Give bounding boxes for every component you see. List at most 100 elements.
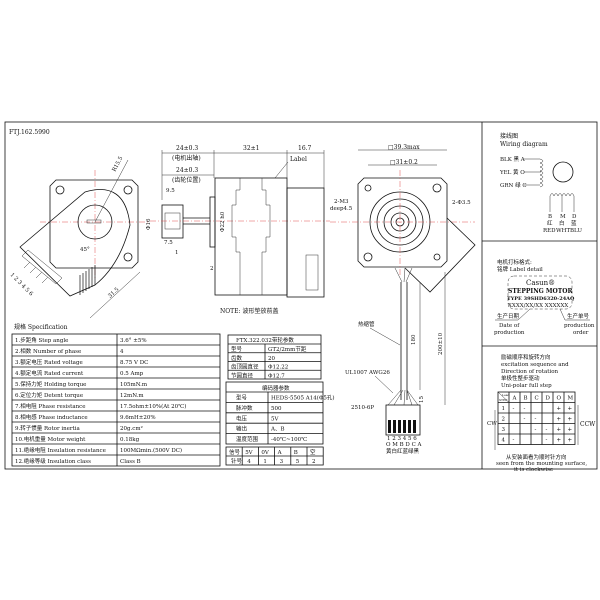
dim-shaft-note: (电机出轴) [172, 154, 201, 162]
signal-pin: 1 [263, 459, 267, 465]
encoder-value: 5V [271, 416, 279, 422]
signal-header: 0V [261, 450, 269, 456]
cw-label: CW [487, 421, 497, 427]
dim-200: 200±10 [438, 332, 444, 355]
wire-d-en: BLU [570, 228, 582, 234]
exc-title1: 励磁顺序和旋转方向 [501, 353, 551, 361]
spec-value: 100MΩmin.(500V DC) [120, 447, 182, 454]
signal-pin: 3 [280, 459, 284, 465]
wire-label: UL1007 AWG26 [345, 370, 390, 376]
signal-header: B [294, 450, 298, 456]
exc-cell: - [535, 417, 537, 423]
spec-label: 8.相电感 Phase inductance [15, 413, 88, 421]
dim-1: 1 [175, 250, 179, 256]
spec-value: 3.6° ±5% [120, 338, 147, 344]
spec-value: 4 [120, 349, 124, 355]
spec-value: 20g.cm² [120, 425, 143, 432]
exc-title4: 单极性整步驱动 [501, 374, 540, 382]
date-en1: Date of [499, 323, 520, 329]
label-callout: Label [290, 156, 307, 163]
exc-cell: - [546, 427, 548, 433]
spec-label: 6.定位力矩 Detent torque [15, 391, 83, 399]
order-en2: order [573, 330, 589, 336]
spec-label: 10.电机重量 Motor weight [15, 435, 86, 443]
spec-label: 7.相电阻 Phase resistance [15, 402, 86, 410]
signal-pin: 针号 [231, 457, 243, 465]
exc-cell: + [557, 427, 562, 433]
exc-step: 1 [502, 406, 506, 412]
brand-logo: Casun® [526, 279, 555, 287]
ccw-label: CCW [580, 421, 596, 428]
exc-cell: + [568, 427, 573, 433]
label-line3: XXXX/XX/XX XXXXXX [508, 303, 568, 309]
exc-foot3: it is clockwise [514, 467, 553, 473]
dim-body: 32±1 [243, 145, 259, 152]
wire-a: BLK 黑 A [500, 156, 526, 163]
label-detail: 电机打标格式: 铭牌 Label detail Casun® STEPPING … [494, 258, 595, 336]
wire-b: B [548, 214, 552, 220]
gear-key: 型号 [231, 345, 243, 353]
wire-m: M [560, 214, 566, 220]
wiring-title-cn: 接线图 [500, 132, 518, 140]
spec-value: 0.18kg [120, 437, 140, 443]
gear-key: 齿顶圆直径 [231, 363, 259, 371]
date-cn: 生产日期 [497, 312, 520, 320]
spec-value: 8.75 V DC [120, 360, 148, 366]
excitation-section: 励磁顺序和旋转方向 excitation sequence and Direct… [487, 353, 596, 473]
exc-col-header: M [568, 396, 574, 402]
exc-step: 3 [502, 427, 506, 433]
wire-o: YEL 黄 O [499, 168, 525, 176]
signal-pin: 5 [296, 459, 300, 465]
exc-cell: - [513, 406, 515, 412]
exc-col-header: D [546, 396, 551, 402]
encoder-value: -40℃~100℃ [271, 436, 307, 443]
encoder-key: 输出 [236, 425, 247, 433]
angle-dim: 45° [80, 247, 90, 253]
gear-key: 齿数 [231, 354, 243, 362]
pin-numbers: 1 2 3 4 5 6 [387, 436, 417, 442]
encoder-table-title: 编码器参数 [262, 384, 290, 392]
encoder-key: 温度范围 [236, 435, 259, 443]
wiring-title-en: Wiring diagram [500, 141, 548, 148]
signal-header: 信号 [229, 448, 241, 456]
encoder-key: 电压 [236, 414, 248, 422]
corner-diagonal [497, 391, 510, 403]
wire-d: D [572, 214, 577, 220]
exc-col-header: C [535, 396, 539, 402]
exc-col-header: B [524, 396, 528, 402]
spec-value: 9.6mH±20% [120, 415, 156, 421]
spec-label: 5.保持力矩 Holding torque [15, 380, 86, 388]
dim-inner: □31±0.2 [390, 159, 418, 166]
dim-9-5: 9.5 [166, 188, 175, 194]
exc-col-header: O [557, 396, 562, 402]
spec-label: 4.额定电流 Rated current [15, 369, 84, 377]
dim-d16: Φ16 [146, 218, 152, 230]
exc-cell: - [546, 438, 548, 444]
spec-value: 0.5 Amp [120, 371, 144, 377]
exc-col-header: A [512, 396, 518, 402]
spec-value: 105mN.m [120, 382, 148, 388]
rear-view: □39.3max □31±0.2 2-M3 deep4.5 2-Φ3.5 热缩管… [330, 144, 476, 455]
spec-label: 2.相数 Number of phase [15, 347, 81, 355]
label-title-en: 铭牌 Label detail [497, 265, 543, 273]
wire-m-en: WHT [556, 228, 570, 234]
wire-b-color: 红 [547, 219, 553, 227]
exc-title5: Uni-polar full step [501, 383, 552, 389]
dim-rear: 16.7 [298, 145, 312, 152]
exc-cell: + [568, 406, 573, 412]
exc-cell: - [535, 427, 537, 433]
exc-cell: + [568, 438, 573, 444]
exc-step: 2 [502, 417, 506, 423]
diag-dim: 31.5 [107, 286, 120, 299]
exc-foot2: seen from the mounting surface, [496, 461, 587, 467]
gear-value: 20 [268, 356, 275, 362]
exc-frame [497, 391, 576, 445]
holes-depth: deep4.5 [330, 206, 353, 212]
encoder-value: HEDS-5505 A14(Φ5孔) [271, 394, 335, 402]
gear-value: Φ12.22 [268, 365, 288, 371]
spec-title: 规格 Specification [14, 323, 68, 331]
spec-label: 3.额定电压 Rated voltage [15, 358, 83, 366]
note: NOTE: 波形垫放前盖 [220, 307, 278, 315]
gear-value: Φ12.7 [268, 373, 285, 379]
